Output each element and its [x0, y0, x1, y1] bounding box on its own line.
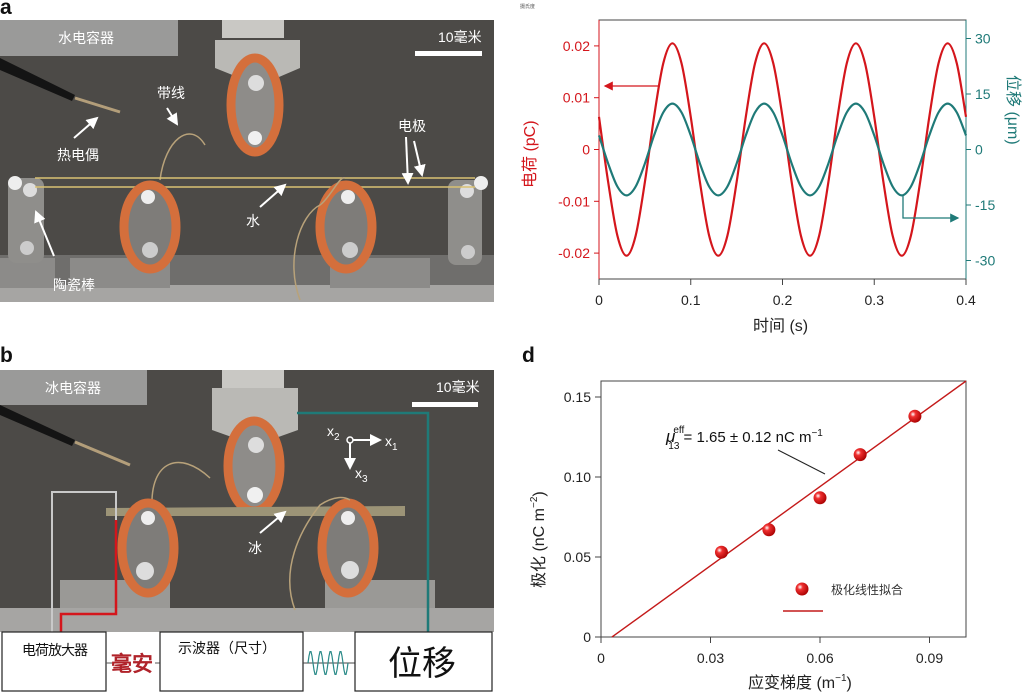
data-point: [714, 545, 728, 559]
label-ribbon-wire: 带线: [157, 85, 185, 101]
y-right-tick-label: 15: [975, 86, 991, 102]
d-xlabel: 应变梯度 (m−1): [748, 673, 852, 692]
charge-series-line: [597, 42, 968, 257]
label-thermocouple: 热电偶: [57, 147, 99, 163]
oscilloscope-box: [159, 631, 304, 692]
y-tick-label: 0.15: [564, 389, 591, 405]
displacement-series-line: [597, 102, 968, 197]
y-left-tick-label: -0.01: [558, 193, 590, 209]
panel-b-scale-label: 10毫米: [436, 379, 480, 395]
data-point: [813, 491, 827, 505]
displacement-wire-line: [297, 411, 430, 632]
y-right-tick-label: 30: [975, 31, 991, 47]
plot-frame: [598, 19, 967, 280]
c-ylabel-left: 电荷 (pC): [521, 120, 539, 188]
panel-b-label: b: [0, 344, 13, 367]
svg-text:x2: x2: [327, 423, 340, 443]
displacement-label: 位移: [388, 645, 456, 683]
displacement-axis-arrow: [902, 196, 960, 223]
y-left-tick-label: -0.02: [558, 245, 590, 261]
panel-b-photo: 冰电容器 10毫米 x2 x1 x3 冰: [0, 370, 494, 632]
charge-amplifier-box: [1, 631, 107, 692]
x1-sub: 1: [392, 442, 398, 453]
panel-b: b 冰电容器 10毫米: [0, 344, 494, 692]
panel-d-label: d: [522, 344, 535, 367]
annotation-leader-line: [777, 449, 826, 475]
milliamp-label: 毫安: [111, 652, 153, 676]
data-point: [853, 448, 867, 462]
x3-label: x: [355, 465, 362, 481]
legend-label: 极化线性拟合: [831, 582, 903, 597]
panel-a-scale-label: 10毫米: [438, 29, 482, 45]
signal-wave-icon: [307, 650, 349, 676]
fit-line: [611, 380, 967, 638]
panel-b-title: 冰电容器: [45, 380, 101, 396]
panel-a-title: 水电容器: [58, 30, 114, 46]
y-tick-label: 0.05: [564, 549, 591, 565]
x-tick-label: 0.09: [916, 650, 943, 666]
label-ceramic-rod: 陶瓷棒: [53, 277, 95, 293]
d-ylabel: 极化 (nC m−2): [529, 491, 548, 588]
x2-sub: 2: [334, 432, 340, 443]
y-tick-label: 0: [583, 629, 591, 645]
label-electrode: 电极: [398, 118, 426, 134]
charge-amplifier-label: 电荷放大器: [22, 642, 88, 658]
data-point: [762, 523, 776, 537]
scale-bar: [412, 402, 478, 407]
y-right-tick-label: 0: [975, 142, 983, 158]
ground-wire-line: [51, 491, 117, 632]
y-right-tick-label: -15: [975, 197, 995, 213]
x-tick-label: 0.2: [773, 292, 793, 308]
label-ice: 冰: [248, 540, 262, 556]
svg-text:x3: x3: [355, 465, 368, 485]
panel-a-label: a: [0, 0, 12, 19]
svg-text:x1: x1: [385, 433, 398, 453]
displacement-box: [354, 631, 493, 692]
oscilloscope-label: 示波器（尺寸）: [178, 640, 276, 656]
x-tick-label: 0.06: [806, 650, 833, 666]
x1-label: x: [385, 433, 392, 449]
charge-displacement-chart: 0 0.1 0.2 0.3 0.4 0.02 0.01 0 -0.01 -0.02 30 15 0 -15…: [521, 19, 1022, 335]
x-tick-label: 0.3: [865, 292, 885, 308]
y-left-tick-label: 0.02: [563, 38, 590, 54]
plot-frame: [600, 380, 967, 638]
c-ylabel-right: 位移 (μm): [1004, 75, 1022, 145]
x-tick-label: 0.4: [956, 292, 976, 308]
x2-label: x: [327, 423, 334, 439]
c-xlabel: 时间 (s): [753, 317, 808, 335]
panel-a: a 水电容器 1: [0, 0, 494, 302]
y-tick-label: 0.10: [564, 469, 591, 485]
label-water: 水: [246, 213, 260, 229]
coordinate-axes: x2 x1 x3: [327, 423, 398, 485]
panel-a-photo: 水电容器 10毫米 带线 热电偶 电极 水 陶瓷棒: [0, 20, 494, 302]
y-left-tick-label: 0.01: [563, 90, 590, 106]
x3-sub: 3: [362, 474, 368, 485]
legend-marker: [795, 582, 809, 596]
data-point: [908, 409, 922, 423]
scale-bar: [415, 51, 482, 56]
x-tick-label: 0.1: [681, 292, 701, 308]
x-tick-label: 0: [595, 292, 603, 308]
measurement-chain: 电荷放大器 毫安 示波器（尺寸） 位移: [1, 631, 493, 692]
y-right-tick-label: -30: [975, 253, 995, 269]
charge-wire-line: [59, 520, 118, 632]
top-note: 摄氏度: [520, 3, 535, 10]
x-tick-label: 0: [597, 650, 605, 666]
y-left-tick-label: 0: [582, 142, 590, 158]
x-tick-label: 0.03: [697, 650, 724, 666]
